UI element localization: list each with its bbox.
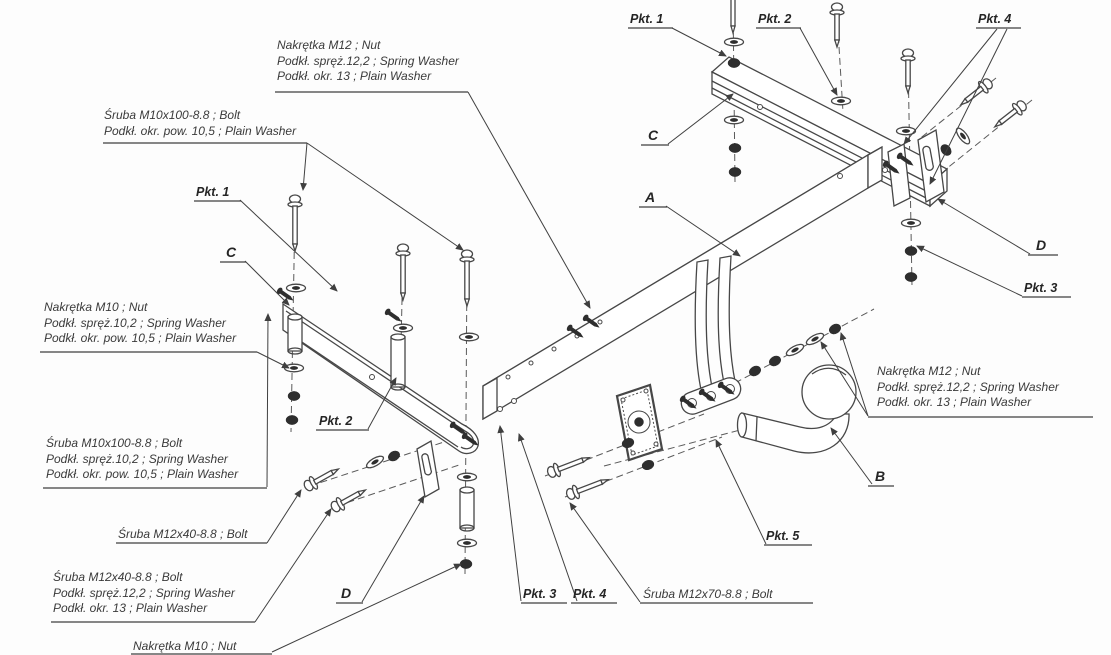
callout-line: Nakrętka M10 ; Nut bbox=[133, 639, 237, 653]
callout-underlines bbox=[40, 27, 1093, 655]
callout-bolt-m10-left: Śruba M10x100-8.8 ; Bolt Podkł. spręż.10… bbox=[46, 436, 238, 483]
callout-line: Podkł. okr. 13 ; Plain Washer bbox=[277, 69, 432, 83]
part-label-d-bottom: D bbox=[341, 585, 352, 601]
callout-nut-m12-right: Nakrętka M12 ; Nut Podkł. spręż.12,2 ; S… bbox=[877, 364, 1059, 411]
callout-nut-m10-bottom: Nakrętka M10 ; Nut bbox=[133, 639, 236, 655]
point-label-pkt3-bottom: Pkt. 3 bbox=[523, 587, 557, 601]
main-beam-a bbox=[482, 145, 883, 421]
washers bbox=[283, 37, 973, 548]
callout-line: Podkł. okr. 13 ; Plain Washer bbox=[53, 601, 208, 615]
callout-line: Nakrętka M12 ; Nut bbox=[877, 364, 981, 378]
point-label-pkt1-left: Pkt. 1 bbox=[196, 185, 230, 199]
callout-line: Podkł. okr. pow. 10,5 ; Plain Washer bbox=[46, 467, 239, 481]
callout-line: Śruba M12x70-8.8 ; Bolt bbox=[643, 587, 773, 601]
callout-line: Śruba M10x100-8.8 ; Bolt bbox=[104, 108, 241, 122]
point-label-pkt2-left: Pkt. 2 bbox=[319, 414, 353, 428]
part-label-c-left: C bbox=[226, 244, 237, 260]
callout-bolt-m12x40: Śruba M12x40-8.8 ; Bolt bbox=[118, 527, 247, 543]
callout-line: Podkł. spręż.10,2 ; Spring Washer bbox=[44, 315, 226, 330]
plate-d-left bbox=[416, 439, 440, 499]
part-label-d-right: D bbox=[1036, 237, 1047, 253]
leader-lines bbox=[239, 27, 1031, 653]
callout-bolt-m10-top: Śruba M10x100-8.8 ; Bolt Podkł. okr. pow… bbox=[104, 108, 296, 139]
point-label-pkt5: Pkt. 5 bbox=[766, 529, 800, 543]
sidemember-c-left bbox=[282, 302, 480, 455]
callout-line: Śruba M12x40-8.8 ; Bolt bbox=[53, 570, 183, 584]
callout-line: Nakrętka M10 ; Nut bbox=[44, 300, 148, 314]
tow-ball bbox=[736, 364, 857, 454]
callout-line: Śruba M10x100-8.8 ; Bolt bbox=[46, 436, 183, 450]
point-label-pkt2-top: Pkt. 2 bbox=[758, 12, 792, 26]
spacer-tube bbox=[459, 486, 475, 532]
point-label-pkt1-top: Pkt. 1 bbox=[630, 12, 664, 26]
callout-line: Podkł. okr. pow. 10,5 ; Plain Washer bbox=[44, 331, 237, 345]
socket-plate bbox=[615, 383, 664, 462]
callout-line: Podkł. spręż.12,2 ; Spring Washer bbox=[877, 379, 1059, 394]
point-label-pkt4-top: Pkt. 4 bbox=[978, 12, 1012, 26]
callout-bolt-m12x70: Śruba M12x70-8.8 ; Bolt bbox=[643, 587, 772, 603]
point-label-pkt3-right: Pkt. 3 bbox=[1024, 281, 1058, 295]
callout-line: Podkł. spręż.12,2 ; Spring Washer bbox=[53, 585, 235, 600]
callout-nut-m12-top: Nakrętka M12 ; Nut Podkł. spręż.12,2 ; S… bbox=[277, 38, 459, 85]
point-label-pkt4-bottom: Pkt. 4 bbox=[573, 587, 607, 601]
bolts bbox=[287, 0, 1030, 516]
callout-line: Podkł. spręż.10,2 ; Spring Washer bbox=[46, 451, 228, 466]
callout-line: Nakrętka M12 ; Nut bbox=[277, 38, 381, 52]
callout-line: Podkł. okr. pow. 10,5 ; Plain Washer bbox=[104, 123, 297, 138]
callout-bolt-m12x40-set: Śruba M12x40-8.8 ; Bolt Podkł. spręż.12,… bbox=[53, 570, 235, 617]
callout-line: Podkł. spręż.12,2 ; Spring Washer bbox=[277, 53, 459, 68]
part-label-a: A bbox=[645, 189, 656, 205]
part-label-b: B bbox=[875, 468, 886, 484]
callout-line: Podkł. okr. 13 ; Plain Washer bbox=[877, 395, 1032, 409]
callout-nut-m10-left: Nakrętka M10 ; Nut Podkł. spręż.10,2 ; S… bbox=[44, 300, 236, 347]
part-label-c-top: C bbox=[648, 127, 659, 143]
callout-line: Śruba M12x40-8.8 ; Bolt bbox=[118, 527, 248, 541]
